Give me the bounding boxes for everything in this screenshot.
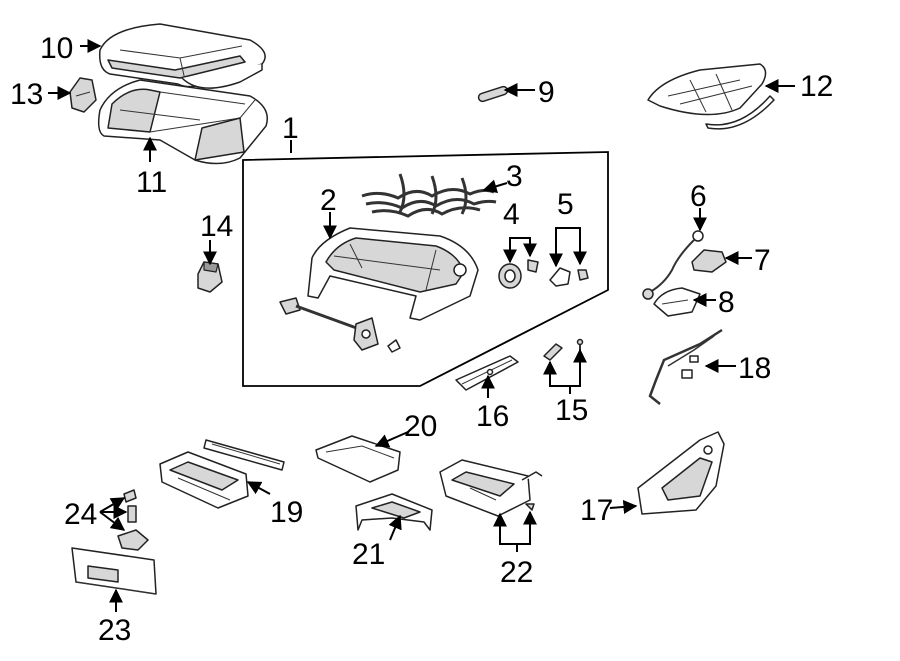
tray-cover [315, 435, 401, 483]
track-clip [543, 338, 584, 361]
callout-10: 10 [40, 32, 73, 65]
callout-16: 16 [476, 400, 509, 433]
track-cover [455, 355, 519, 391]
callout-22: 22 [500, 556, 533, 589]
wire-harness [648, 328, 723, 405]
callout-19: 19 [270, 496, 303, 529]
storage-tray [159, 439, 285, 509]
callout-15: 15 [555, 394, 588, 427]
callout-8: 8 [718, 286, 735, 319]
callout-9: 9 [538, 76, 555, 109]
handle-cover [653, 287, 701, 317]
trim-panel [71, 547, 157, 595]
recliner-knob [498, 259, 539, 289]
callout-7: 7 [754, 244, 771, 277]
seat-frame [307, 227, 479, 321]
retainer-clip [549, 267, 589, 287]
callout-24: 24 [64, 498, 97, 531]
frame-cross-bar [279, 297, 401, 353]
callout-6: 6 [690, 180, 707, 213]
seat-frame-assembly-box [242, 151, 609, 387]
cushion-rod [477, 85, 509, 103]
callout-20: 20 [404, 410, 437, 443]
side-shield [637, 431, 725, 515]
seat-springs [361, 173, 497, 218]
seat-cushion-base [97, 79, 268, 165]
callout-13: 13 [10, 78, 43, 111]
callout-21: 21 [352, 538, 385, 571]
callout-3: 3 [506, 160, 523, 193]
callout-4: 4 [503, 198, 520, 231]
callout-17: 17 [580, 494, 613, 527]
callout-12: 12 [800, 70, 833, 103]
release-cable [642, 230, 704, 300]
release-handle [691, 249, 727, 273]
cushion-bracket [69, 77, 97, 113]
callout-23: 23 [98, 614, 131, 647]
leader-lines [48, 39, 795, 612]
seat-support [439, 459, 543, 517]
callout-1: 1 [282, 112, 299, 145]
callout-14: 14 [200, 210, 233, 243]
fasteners [117, 489, 149, 551]
seat-cushion-pad [98, 23, 266, 89]
callout-2: 2 [320, 184, 337, 217]
seat-heater-element [647, 63, 775, 130]
mount-bracket [355, 493, 433, 531]
callout-11: 11 [136, 166, 167, 199]
callout-18: 18 [738, 352, 771, 385]
adjuster-switch [197, 261, 223, 293]
callout-5: 5 [557, 188, 574, 221]
